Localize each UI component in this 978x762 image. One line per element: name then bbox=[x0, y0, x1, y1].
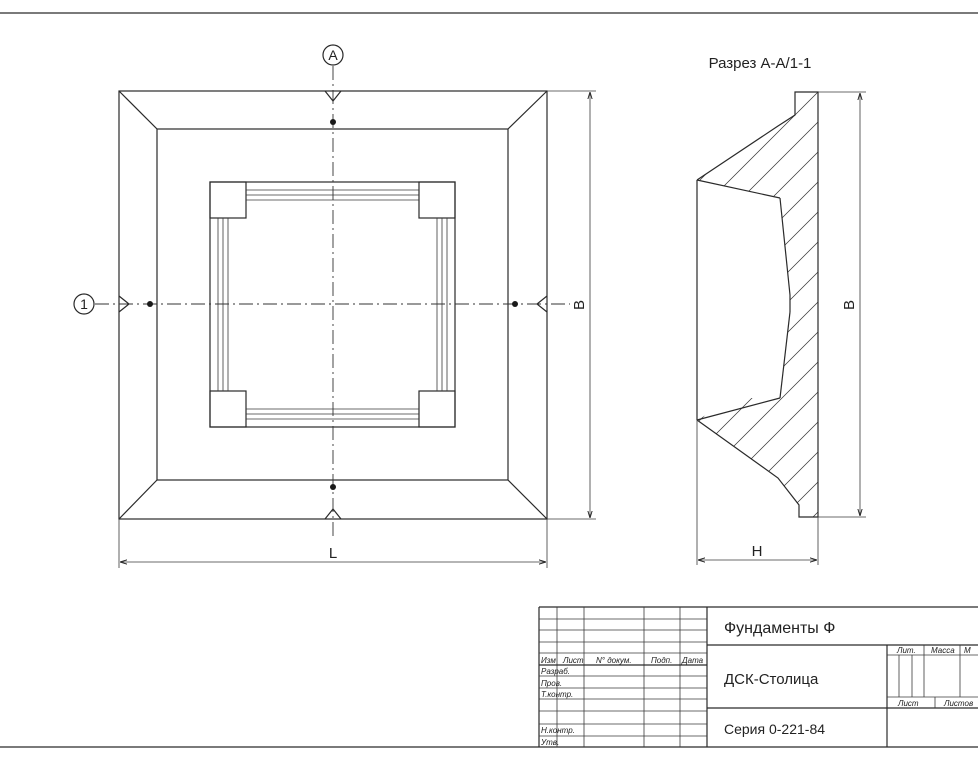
axis-bubble-a bbox=[322, 44, 344, 66]
socket-corner-block bbox=[209, 181, 247, 219]
title-block: Фундаменты Ф ДСК-Столица Серия 0-221-84 … bbox=[538, 606, 978, 747]
stage-header-lit: Лит. bbox=[896, 646, 916, 655]
lifting-point bbox=[147, 301, 153, 307]
sheet-label: Лист bbox=[897, 699, 919, 708]
lifting-point bbox=[512, 301, 518, 307]
axis-label-1: 1 bbox=[80, 296, 88, 312]
socket-corner-block bbox=[418, 181, 456, 219]
stage-header-mass: Масса bbox=[931, 646, 955, 655]
axis-label-a: A bbox=[328, 47, 338, 63]
col-header-sign: Подп. bbox=[651, 656, 672, 665]
stage-header-scale: М bbox=[964, 646, 971, 655]
dimension-label-h: H bbox=[752, 543, 763, 560]
col-header-doc: N° докум. bbox=[596, 656, 632, 665]
role-nkontr: Н.контр. bbox=[541, 726, 575, 735]
col-header-izm: Изм bbox=[541, 656, 556, 665]
lifting-point bbox=[330, 484, 336, 490]
col-header-list: Лист bbox=[562, 656, 584, 665]
section-view: Разрез А-А/1-1 bbox=[696, 55, 866, 565]
organization-name: ДСК-Столица bbox=[724, 671, 819, 688]
plan-view: A 1 L B bbox=[73, 44, 596, 568]
role-prov: Пров. bbox=[541, 679, 562, 688]
lifting-point bbox=[330, 119, 336, 125]
role-utv: Утв. bbox=[540, 738, 559, 747]
role-tkontr: Т.контр. bbox=[541, 690, 573, 699]
col-header-date: Дата bbox=[681, 656, 704, 665]
sheets-label: Листов bbox=[943, 699, 973, 708]
dimension-label-l: L bbox=[329, 545, 337, 562]
plan-bevel-top bbox=[156, 128, 509, 481]
plan-socket-outer bbox=[209, 181, 456, 428]
series-name: Серия 0-221-84 bbox=[724, 721, 825, 737]
role-razrab: Разраб. bbox=[541, 667, 570, 676]
section-outline bbox=[696, 91, 819, 518]
socket-corner-block bbox=[418, 390, 456, 428]
socket-corner-block bbox=[209, 390, 247, 428]
dimension-label-b-plan: B bbox=[571, 300, 588, 310]
axis-bubble-1 bbox=[73, 293, 95, 315]
dimension-label-b-section: B bbox=[841, 300, 858, 310]
section-hatching bbox=[697, 92, 818, 517]
section-title: Разрез А-А/1-1 bbox=[709, 55, 812, 72]
drawing-name: Фундаменты Ф bbox=[724, 620, 835, 637]
